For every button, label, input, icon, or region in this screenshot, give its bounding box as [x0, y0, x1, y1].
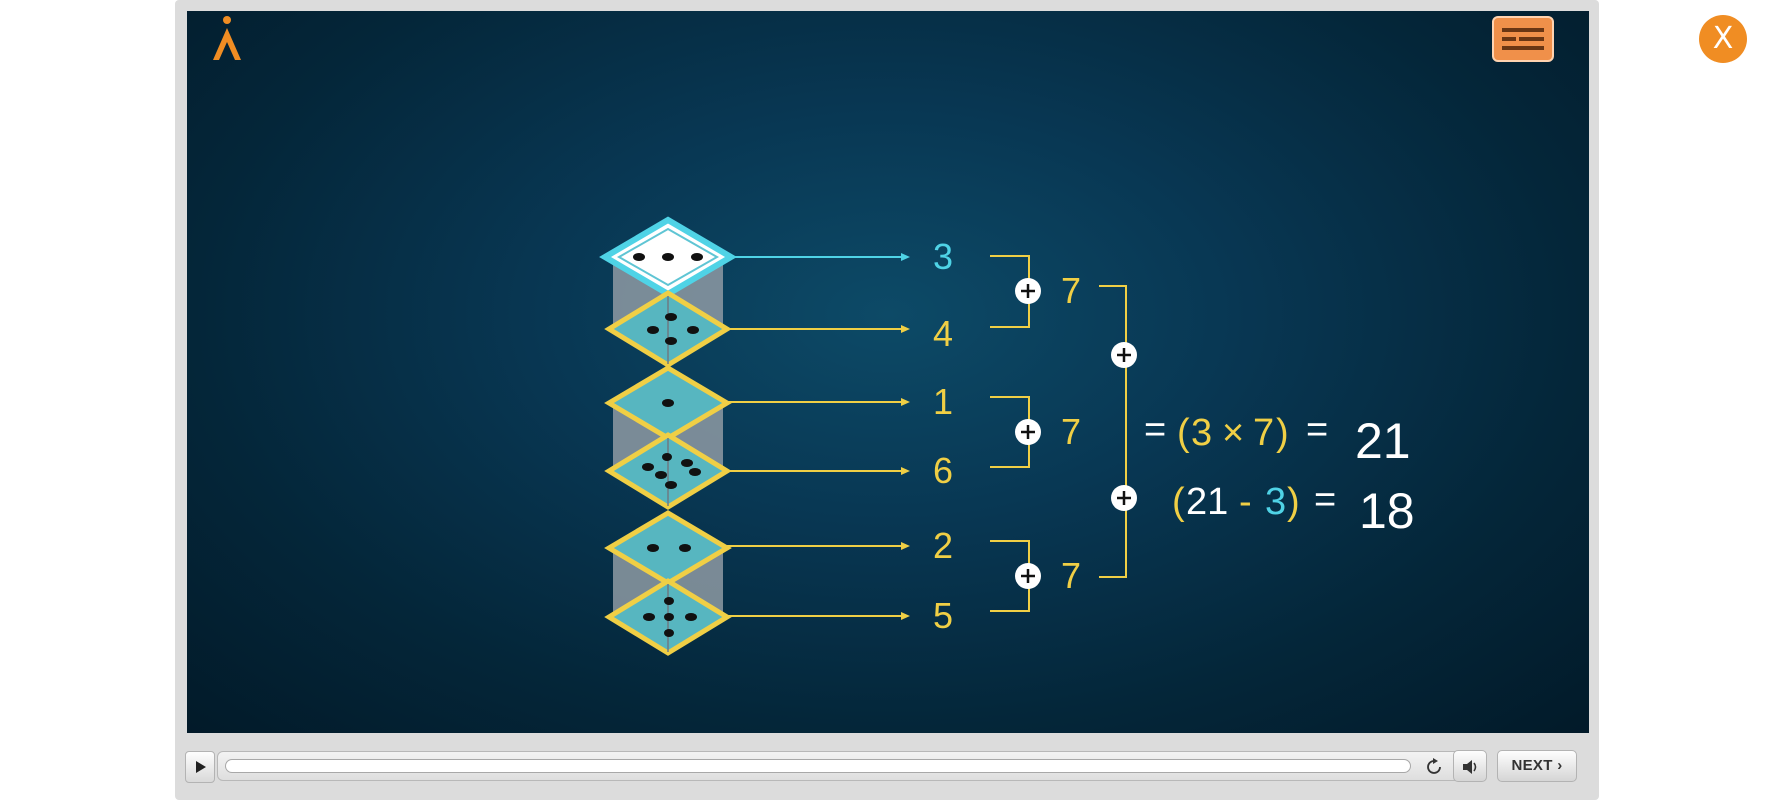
player-controls: NEXT ›: [183, 747, 1593, 787]
pair-sum-3: 7: [1061, 555, 1081, 596]
speaker-icon: [1463, 760, 1477, 774]
next-label: NEXT: [1511, 757, 1553, 774]
plus-circles: [1015, 278, 1137, 589]
eq1-equals-2: =: [1306, 409, 1328, 451]
eq1-equals: =: [1144, 409, 1166, 451]
close-button[interactable]: X: [1699, 15, 1747, 63]
dice-number-2: 4: [933, 313, 953, 354]
chevron-right-icon: ›: [1557, 757, 1563, 774]
eq1-b: 7: [1253, 412, 1274, 454]
eq2-a: 21: [1186, 481, 1228, 523]
eq1-a: 3: [1191, 412, 1212, 454]
eq1-result: 21: [1355, 413, 1411, 469]
progress-bar[interactable]: [217, 751, 1469, 781]
eq2-open-paren: (: [1172, 481, 1185, 523]
closed-captions-button[interactable]: [1492, 16, 1554, 62]
eq2-result: 18: [1359, 483, 1415, 539]
next-button[interactable]: NEXT ›: [1497, 750, 1577, 782]
eq2-b: 3: [1265, 481, 1286, 523]
person-logo-icon: [213, 16, 241, 60]
progress-track-inner[interactable]: [225, 759, 1411, 773]
dice-number-6: 5: [933, 595, 953, 636]
dice-number-3: 1: [933, 381, 953, 422]
eq1-open-paren: (: [1177, 412, 1190, 454]
video-stage: 3 4 1 6 2 5 7 7 7 = ( 3 × 7 ) = 21 ( 21 …: [187, 11, 1589, 733]
eq1-times: ×: [1222, 412, 1244, 454]
dice-number-1: 3: [933, 236, 953, 277]
pair-sum-2: 7: [1061, 411, 1081, 452]
mute-button[interactable]: [1453, 750, 1487, 782]
pair-sum-1: 7: [1061, 270, 1081, 311]
replay-icon[interactable]: [1425, 758, 1443, 776]
eq2-minus: -: [1239, 481, 1252, 523]
eq2-equals: =: [1314, 479, 1336, 521]
play-icon: [196, 761, 206, 773]
closed-captions-icon: [1502, 28, 1544, 50]
close-label: X: [1712, 21, 1734, 56]
eq2-close-paren: ): [1287, 481, 1300, 523]
dice-number-4: 6: [933, 450, 953, 491]
dice-diagram: 3 4 1 6 2 5 7 7 7 = ( 3 × 7 ) = 21 ( 21 …: [599, 216, 1415, 656]
dice-number-5: 2: [933, 525, 953, 566]
eq1-close-paren: ): [1276, 412, 1289, 454]
play-button[interactable]: [185, 751, 215, 783]
